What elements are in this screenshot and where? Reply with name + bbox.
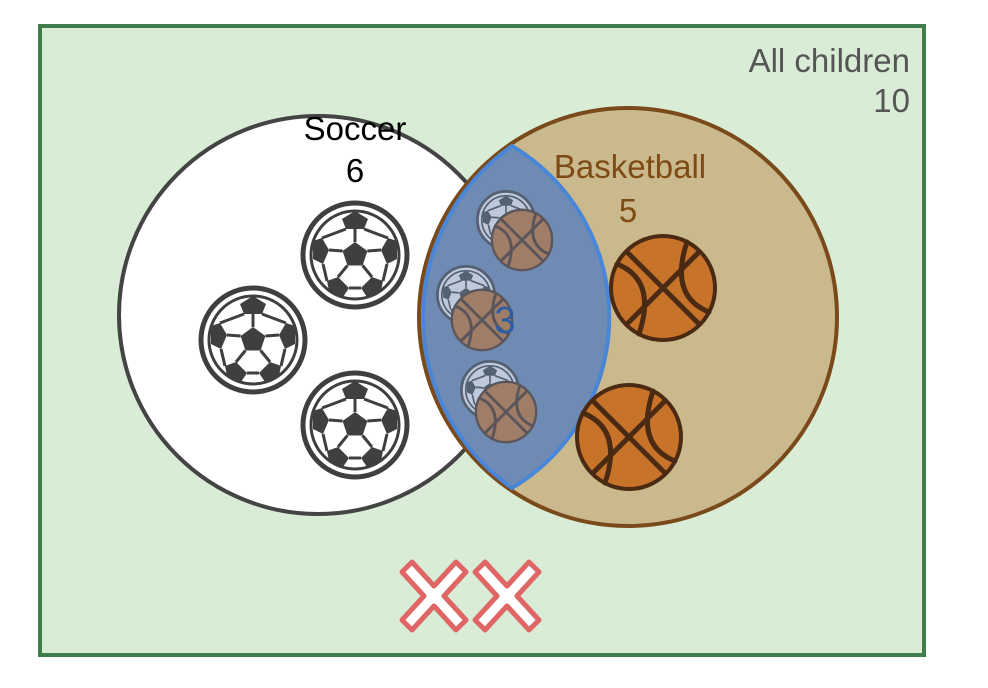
soccer-ball-icon [201, 288, 305, 392]
basketball-icon [490, 208, 554, 272]
soccer-label: Soccer [304, 110, 407, 147]
universe-label: All children [749, 42, 910, 79]
soccer-ball-icon [303, 373, 407, 477]
basketball-count: 5 [619, 192, 637, 229]
basketball-icon [577, 385, 681, 489]
intersection-count: 3 [494, 300, 515, 342]
soccer-ball-icon [303, 203, 407, 307]
basketball-icon [611, 236, 715, 340]
basketball-label: Basketball [554, 148, 706, 185]
basketball-icon [474, 380, 538, 444]
universe-count: 10 [873, 82, 910, 119]
soccer-count: 6 [346, 152, 364, 189]
